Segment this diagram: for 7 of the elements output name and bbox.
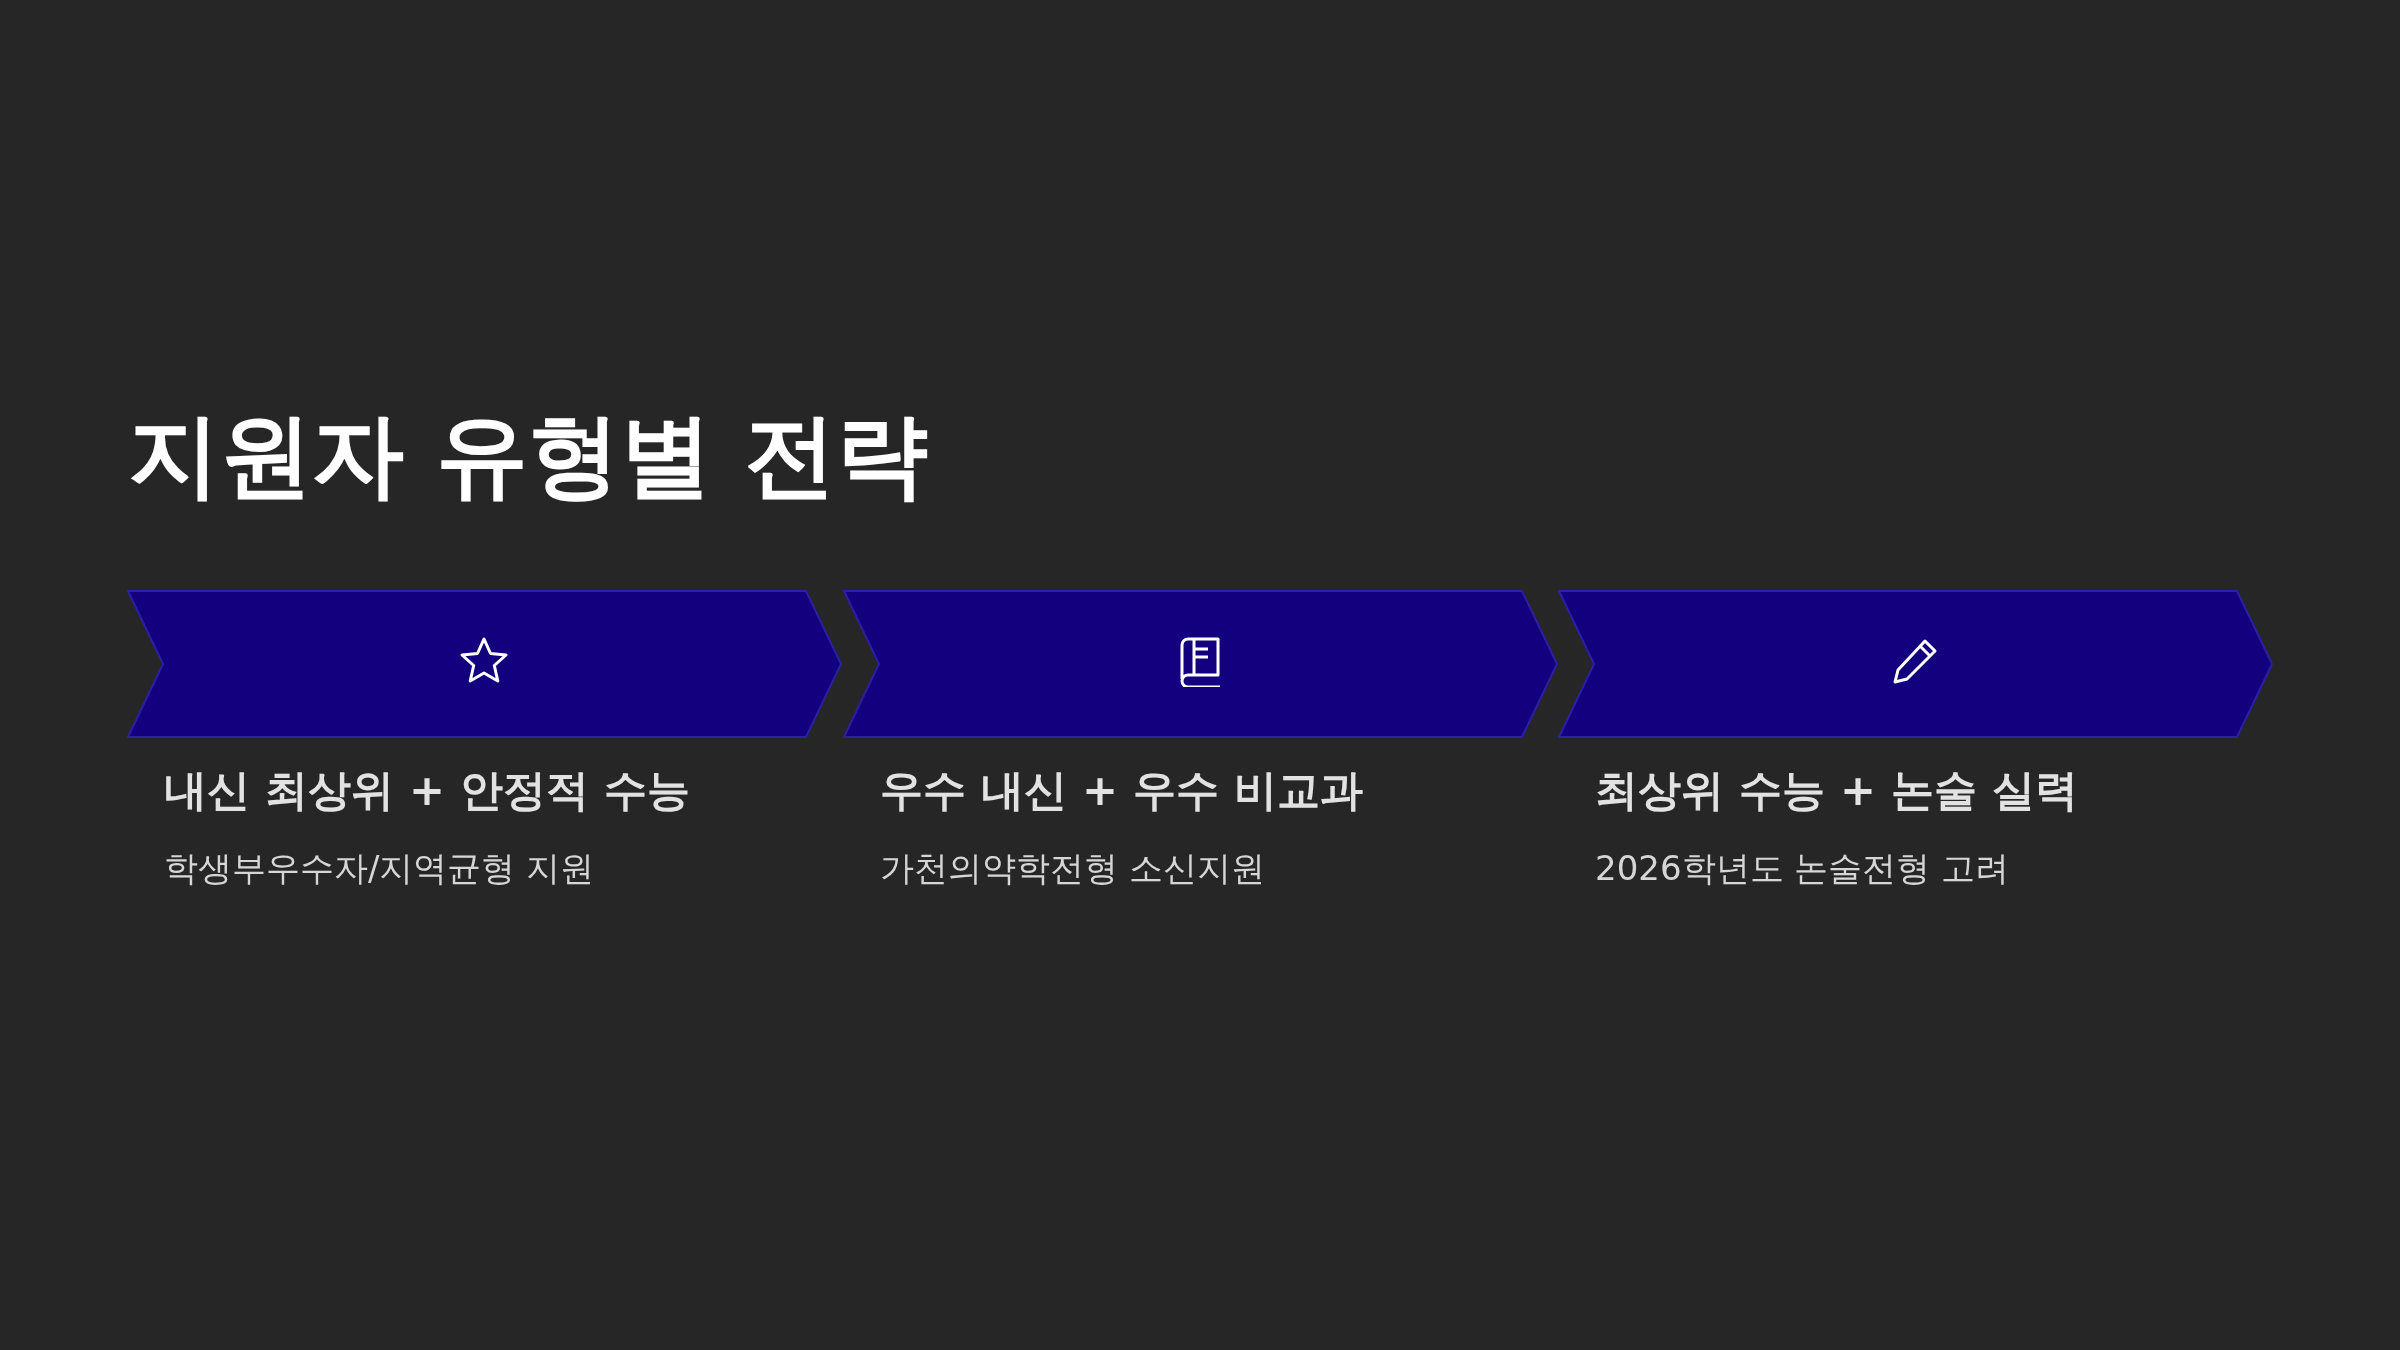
step-heading: 내신 최상위 + 안정적 수능 <box>164 765 690 817</box>
step-description: 2026학년도 논술전형 고려 <box>1595 848 2010 889</box>
step-description: 가천의약학전형 소신지원 <box>880 848 1265 889</box>
step-heading: 최상위 수능 + 논술 실력 <box>1595 765 2078 817</box>
step-heading: 우수 내신 + 우수 비교과 <box>880 765 1363 817</box>
step-description: 학생부우수자/지역균형 지원 <box>164 848 595 889</box>
title: 지원자 유형별 전략 <box>128 405 929 507</box>
